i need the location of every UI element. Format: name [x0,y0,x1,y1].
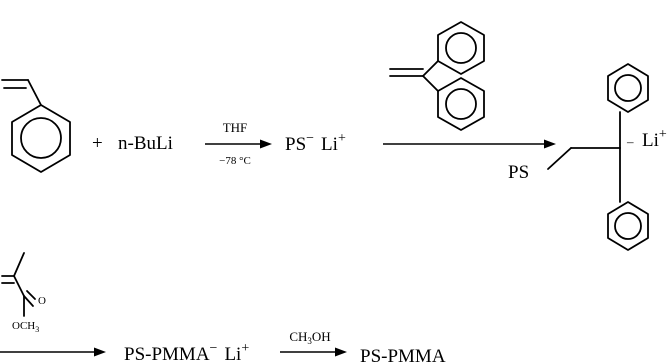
methanol-subscript: 3 [307,336,312,346]
ps-pmma-anion-charge: − [210,341,218,356]
methoxy-text: OCH [12,320,35,332]
methoxy-subscript: 3 [35,325,39,334]
ps-pmma-anion-text: PS-PMMA [124,344,210,364]
ps-anion-charge: − [306,131,314,146]
carbanion-charge: – [626,134,634,149]
li-counterion-2: Li+ [642,127,667,151]
carbonyl-oxygen: O [38,295,46,307]
methanol-text: CH [289,329,307,344]
li-counterion-1-charge: + [338,131,346,146]
styrene-structure [1,79,71,173]
methyl-methacrylate-structure [1,252,36,317]
reaction-arrow-1 [205,139,272,149]
ps-chain-label: PS [508,162,529,183]
li-counterion-1: Li [321,134,338,155]
reaction-arrow-3 [0,347,106,357]
final-product-label: PS-PMMA [360,346,446,364]
diphenylethylene-structure [389,21,485,131]
ps-anion-text: PS [285,134,306,155]
reaction-arrow-2 [383,139,556,149]
methanol-label: CH3OH [289,329,330,346]
plus-sign: + [92,133,103,154]
li-counterion-3: Li [224,344,241,364]
li-counterion-3-charge: + [241,341,249,356]
li-counterion-2-charge: + [659,127,667,142]
diphenylmethyl-anion-structure [547,63,649,251]
li-counterion-2-text: Li [642,130,659,151]
reaction-arrow-4 [280,347,347,357]
ps-pmma-anion-label: PS-PMMA−Li+ [124,341,249,364]
initiator-label: n-BuLi [118,133,173,154]
ps-anion-label: PS−Li+ [285,131,346,155]
temperature-label: −78 °C [219,155,251,167]
methoxy-group: OCH3 [12,320,39,334]
methanol-tail: OH [312,329,331,344]
solvent-label: THF [223,120,248,135]
